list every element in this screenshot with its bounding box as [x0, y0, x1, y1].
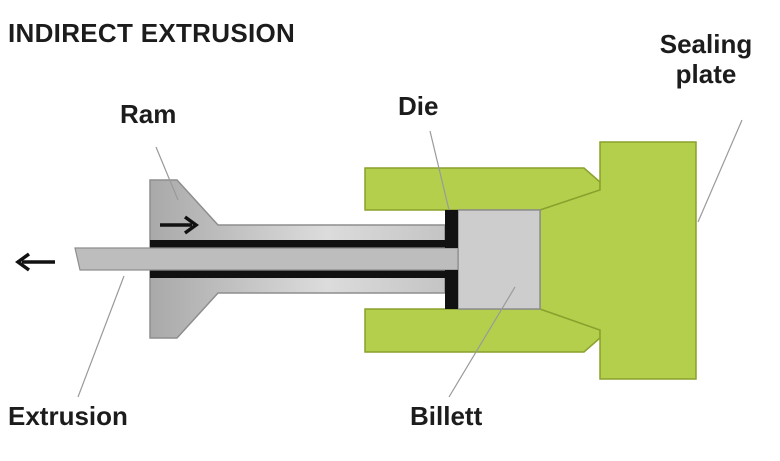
die-lower	[445, 270, 458, 309]
ram-leader-line	[155, 146, 179, 201]
ram-bore-lower-edge	[150, 270, 445, 278]
extrusion-label: Extrusion	[8, 401, 128, 431]
sealing-plate-leader-line	[697, 119, 743, 223]
die-leader-line	[429, 130, 450, 211]
diagram-title: INDIRECT EXTRUSION	[8, 18, 296, 48]
ram-label: Ram	[120, 99, 177, 129]
extrusion-leader-line	[77, 275, 125, 398]
sealing-plate-label: Sealing plate	[659, 29, 753, 89]
right-arrow-icon	[160, 215, 199, 235]
die-label: Die	[398, 91, 439, 121]
leader-lines	[77, 119, 743, 398]
sealing-plate	[539, 141, 697, 380]
billet	[457, 209, 541, 310]
extrusion-product	[74, 247, 459, 271]
left-arrow-icon	[15, 252, 55, 272]
ram-bore-upper-edge	[150, 240, 445, 248]
billett-label: Billett	[410, 401, 483, 431]
die-upper	[445, 210, 458, 248]
billett-leader-line	[448, 286, 516, 398]
die	[445, 210, 458, 309]
